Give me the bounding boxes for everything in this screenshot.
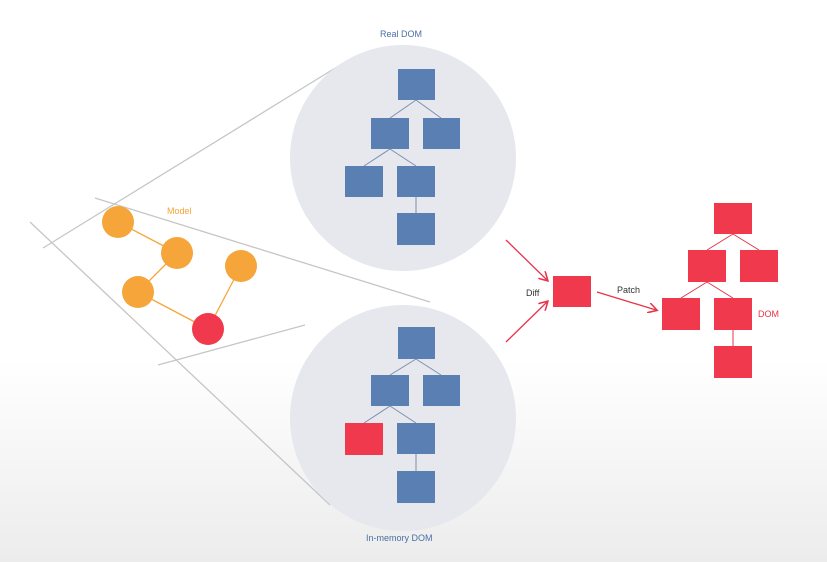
real-dom-node-left (371, 118, 409, 149)
projection-line-bottom-lower (157, 324, 306, 366)
real-dom-node-right (423, 118, 460, 149)
diff-arrow-from-real (505, 239, 547, 280)
real-dom-node-leaf (397, 213, 435, 245)
in-memory-dom-circle (290, 305, 516, 531)
real-dom-label: Real DOM (380, 29, 423, 39)
projection-lines (29, 61, 431, 506)
model-node-4 (122, 276, 154, 308)
result-dom-node-right (740, 250, 778, 282)
in-memory-dom-node-left (371, 375, 409, 406)
result-dom-node-root (714, 203, 752, 234)
projection-line-top-lower (94, 197, 431, 303)
model-label: Model (167, 206, 192, 216)
model-node-2 (161, 237, 193, 269)
in-memory-dom-node-right (423, 375, 460, 406)
projection-line-bottom-upper (29, 221, 331, 506)
projection-line-top-upper (42, 61, 346, 249)
model-graph (102, 206, 257, 345)
result-dom-node-left (688, 250, 726, 282)
result-dom-node-left-left (662, 298, 700, 330)
model-node-changed (192, 313, 224, 345)
model-node-1 (102, 206, 134, 238)
result-dom-tree (662, 203, 778, 378)
diff-label: Diff (526, 288, 540, 298)
result-dom-node-left-right (714, 298, 752, 330)
dom-label: DOM (758, 309, 779, 319)
in-memory-dom-node-changed (345, 423, 383, 455)
in-memory-dom-node-root (398, 327, 435, 359)
model-node-3 (225, 250, 257, 282)
diff-node (553, 276, 591, 307)
real-dom-node-left-right (397, 166, 435, 197)
in-memory-dom-node-leaf (397, 471, 435, 503)
patch-label: Patch (617, 285, 641, 295)
in-memory-dom-node-left-right (397, 423, 435, 454)
patch-arrow (596, 291, 656, 310)
result-dom-node-leaf (714, 346, 752, 378)
in-memory-dom-label: In-memory DOM (366, 533, 433, 543)
real-dom-tree (345, 69, 460, 245)
real-dom-node-root (398, 69, 435, 100)
real-dom-node-left-left (345, 166, 383, 197)
diff-arrow-from-memory (505, 302, 547, 343)
in-memory-dom-tree (345, 327, 460, 503)
